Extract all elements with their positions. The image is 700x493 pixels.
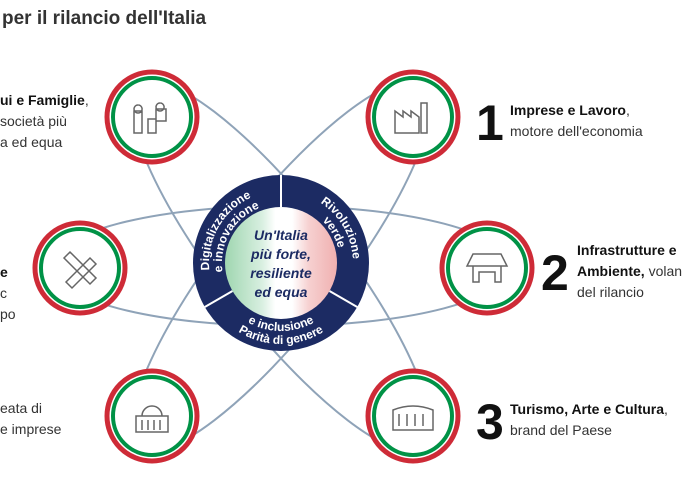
center-line: resiliente (250, 265, 312, 281)
ruler-pencil-badge (32, 220, 128, 316)
colosseum-badge (365, 368, 461, 464)
center-line: Un'Italia (254, 227, 308, 243)
item-enterprise-text: Imprese e Lavoro,motore dell'economia (510, 102, 643, 139)
badge-ring (111, 76, 193, 158)
colosseum-icon (392, 405, 434, 431)
factory-icon (394, 102, 428, 134)
badge-ring (372, 375, 454, 457)
family-badge (104, 69, 200, 165)
ruler-pencil-icon (62, 250, 98, 290)
center-wheel: Digitalizzazione e innovazione Rivoluzio… (193, 175, 369, 351)
family-icon (133, 102, 167, 134)
center-line: ed equa (255, 284, 308, 300)
page-title: per il rilancio dell'Italia (2, 8, 207, 29)
bridge-icon (465, 253, 509, 283)
item-number: 2 (541, 245, 569, 301)
segment-parity-2: e inclusione (246, 312, 316, 334)
badge-ring (446, 227, 528, 309)
factory-badge (365, 69, 461, 165)
item-number: 1 (476, 95, 504, 151)
center-line: più forte, (250, 246, 311, 262)
item-tourism-text: Turismo, Arte e Cultura,brand del Paese (510, 401, 668, 438)
parliament-icon (135, 405, 169, 433)
parliament-badge (104, 368, 200, 464)
badge-ring (372, 76, 454, 158)
item-number: 3 (476, 394, 504, 450)
bridge-badge (439, 220, 535, 316)
